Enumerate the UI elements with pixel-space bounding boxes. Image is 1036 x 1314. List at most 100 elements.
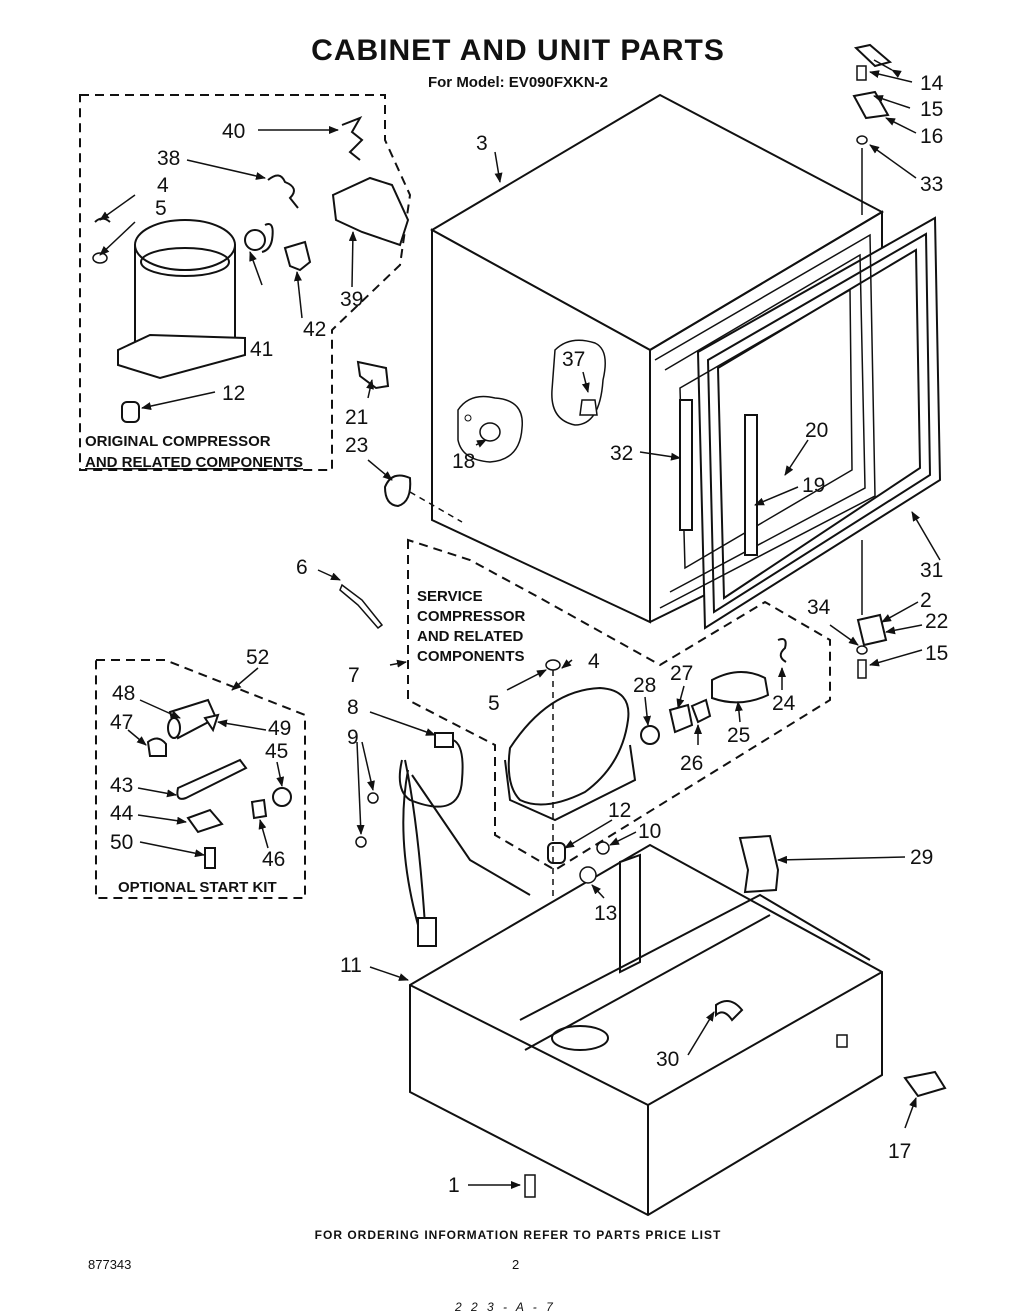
callout-9: 9 [347, 726, 359, 749]
callout-16: 16 [920, 125, 943, 148]
document-number: 877343 [88, 1257, 132, 1272]
callout-14: 14 [920, 72, 944, 95]
optional-section-label: OPTIONAL START KIT [118, 879, 277, 896]
callout-24: 24 [772, 692, 796, 715]
callout-44: 44 [110, 802, 134, 825]
drain-tube [339, 583, 384, 630]
callout-43: 43 [110, 774, 133, 797]
callout-28: 28 [633, 674, 656, 697]
bottom-hinge-screw [857, 659, 867, 679]
callout-12: 12 [222, 382, 245, 405]
callout-11: 11 [340, 954, 362, 977]
thermostat-knob [579, 399, 598, 416]
service-overload [640, 725, 660, 745]
callout-19: 19 [802, 474, 825, 497]
callout-6: 6 [296, 556, 308, 579]
hinge-washer [856, 135, 868, 145]
service-terminal-cover [711, 671, 770, 704]
bottom-hinge [856, 613, 888, 647]
callout-48: 48 [112, 682, 135, 705]
callout-52: 52 [246, 646, 269, 669]
machine-compartment [409, 843, 883, 1217]
terminal-cover [331, 176, 410, 247]
callout-3: 3 [476, 132, 488, 155]
callout-2: 2 [920, 589, 932, 612]
drain-plug [479, 422, 501, 442]
callout-21: 21 [345, 406, 368, 429]
callout-45: 45 [265, 740, 288, 763]
wire-harness [398, 732, 531, 947]
callout-34: 34 [807, 596, 831, 619]
callout-40: 40 [222, 120, 245, 143]
breaker-strip-right [744, 414, 758, 556]
service-compressor-region [407, 538, 831, 872]
page-stamp: 2 2 3 - A - 7 [455, 1300, 556, 1314]
original-compressor-grommet [121, 401, 140, 423]
base-screw-1 [524, 1174, 536, 1198]
service-section-label-2: COMPRESSOR [417, 608, 526, 625]
callout-22: 22 [925, 610, 948, 633]
original-compressor [117, 219, 246, 380]
callout-25: 25 [727, 724, 750, 747]
service-grommet [547, 842, 566, 864]
callout-7: 7 [348, 664, 360, 687]
hinge-screw-top [856, 65, 867, 81]
original-section-label: ORIGINAL COMPRESSOR [85, 433, 271, 450]
original-section-label-2: AND RELATED COMPONENTS [85, 454, 303, 471]
callout-26: 26 [680, 752, 703, 775]
harness-screw-lower [355, 836, 367, 848]
callout-8: 8 [347, 696, 359, 719]
callout-5: 5 [155, 197, 167, 220]
tubing-clamp [715, 1000, 744, 1022]
page-title: CABINET AND UNIT PARTS [311, 34, 725, 67]
service-compressor [504, 686, 637, 822]
callout-30: 30 [656, 1048, 679, 1071]
callout-42: 42 [303, 318, 326, 341]
model-number: For Model: EV090FXKN-2 [427, 74, 609, 91]
original-relay [283, 240, 312, 272]
callout-27: 27 [670, 662, 693, 685]
hinge-cover [853, 43, 893, 68]
callout-49: 49 [268, 717, 291, 740]
callout-31: 31 [920, 559, 943, 582]
cord-bushing [836, 1034, 848, 1048]
callout-46: 46 [262, 848, 285, 871]
callout-17: 17 [888, 1140, 911, 1163]
callout-15: 15 [920, 98, 943, 121]
service-relay [690, 698, 712, 724]
original-compressor-region [79, 94, 412, 471]
callout-10: 10 [638, 820, 661, 843]
base-screw-10 [596, 841, 610, 855]
callout-33: 33 [920, 173, 943, 196]
mounting-bracket [738, 834, 780, 894]
callout-numbers: 1 2 3 4 4 5 5 6 7 8 9 10 11 12 12 13 14 … [110, 72, 948, 1197]
callout-29: 29 [910, 846, 933, 869]
ordering-footer: FOR ORDERING INFORMATION REFER TO PARTS … [314, 1228, 722, 1242]
callout-23: 23 [345, 434, 368, 457]
optional-start-kit-region [95, 659, 306, 899]
callout-15b: 15 [925, 642, 948, 665]
callout-50: 50 [110, 831, 133, 854]
callout-5b: 5 [488, 692, 500, 715]
callout-20: 20 [805, 419, 828, 442]
drain-plug-23 [383, 474, 412, 508]
service-clip [777, 638, 787, 663]
harness-screw-upper [367, 792, 379, 804]
callout-38: 38 [157, 147, 180, 170]
cabinet-grommet [356, 360, 390, 390]
callout-13: 13 [594, 902, 617, 925]
service-overload-protector [668, 703, 694, 734]
service-section-label-4: COMPONENTS [417, 648, 525, 665]
original-overload-wire [261, 223, 274, 253]
callout-4: 4 [157, 174, 169, 197]
callout-41: 41 [250, 338, 273, 361]
callout-37: 37 [562, 348, 585, 371]
top-hinge [852, 90, 890, 120]
power-plug [903, 1070, 947, 1098]
callout-32: 32 [610, 442, 633, 465]
callout-18: 18 [452, 450, 475, 473]
cover-clip [341, 116, 364, 161]
drain-hole [464, 414, 472, 422]
bottom-washer [856, 645, 868, 655]
